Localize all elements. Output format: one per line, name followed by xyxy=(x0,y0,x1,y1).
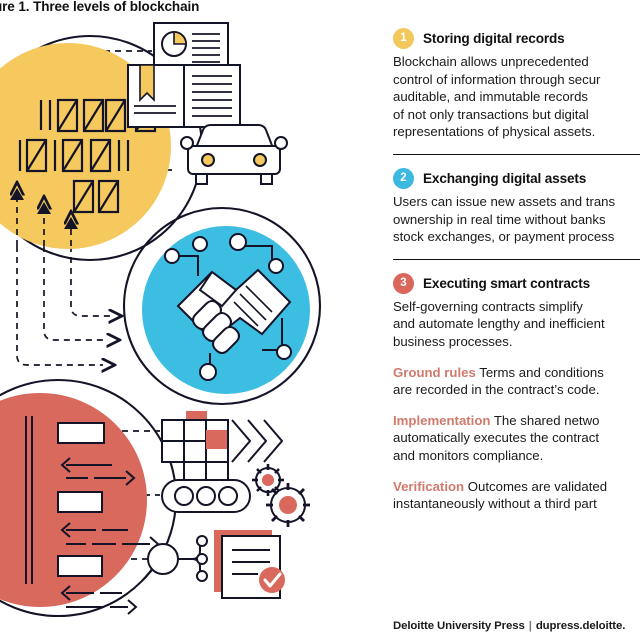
section-1-body-line: auditable, and immutable records xyxy=(393,89,588,105)
section-1-body: Blockchain allows unprecedented control … xyxy=(393,53,640,141)
upward-input-arrows xyxy=(17,194,71,246)
handshake-icon xyxy=(176,268,292,354)
sub-item-label: Ground rules xyxy=(393,364,476,380)
sub-item-line: are recorded in the contract’s code. xyxy=(393,382,600,398)
sections-panel: 1 Storing digital records Blockchain all… xyxy=(393,28,640,603)
contract-code-lines xyxy=(25,416,160,615)
section-1-header: 1 Storing digital records xyxy=(393,28,640,49)
sub-item-first-line: Verification Outcomes are validated xyxy=(393,478,640,496)
section-2-body-line: stock exchanges, or payment process xyxy=(393,229,615,245)
section-1-body-line: control of information through secur xyxy=(393,71,601,87)
blockchain-diagram xyxy=(0,18,390,618)
section-3-header: 3 Executing smart contracts xyxy=(393,272,640,294)
sub-item-first-line: Ground rules Terms and conditions xyxy=(393,364,640,382)
section-3-badge: 3 xyxy=(393,272,414,294)
footer-credit: Deloitte University Press|dupress.deloit… xyxy=(393,620,625,632)
executing-smart-contracts-circle xyxy=(0,378,178,618)
section-3-body-line: business processes. xyxy=(393,333,513,349)
section-exchanging-digital-assets: 2 Exchanging digital assets Users can is… xyxy=(393,167,640,246)
sub-item-verification: Verification Outcomes are validated inst… xyxy=(393,478,640,513)
section-2-body-line: ownership in real time without banks xyxy=(393,211,606,227)
page-title: ure 1. Three levels of blockchain xyxy=(0,0,200,14)
section-1-title: Storing digital records xyxy=(423,31,565,46)
section-3-body-line: Self-governing contracts simplify xyxy=(393,298,583,314)
section-2-body: Users can issue new assets and trans own… xyxy=(393,193,640,246)
flow-lines-circle1-to-circle2 xyxy=(16,246,110,365)
footer-publisher: Deloitte University Press xyxy=(393,620,525,632)
open-book-icon xyxy=(127,64,241,128)
section-executing-smart-contracts: 3 Executing smart contracts Self-governi… xyxy=(393,272,640,513)
network-nodes xyxy=(164,233,292,381)
section-2-header: 2 Exchanging digital assets xyxy=(393,167,640,189)
section-3-title: Executing smart contracts xyxy=(423,275,590,291)
section-2-badge: 2 xyxy=(393,167,414,189)
sub-item-text: Outcomes are validated xyxy=(464,478,608,494)
large-gear-icon xyxy=(266,483,310,527)
sub-item-label: Implementation xyxy=(393,412,491,428)
section-3-body: Self-governing contracts simplify and au… xyxy=(393,298,640,351)
sub-item-text: The shared netwo xyxy=(490,412,600,428)
sub-item-implementation: Implementation The shared netwo automati… xyxy=(393,412,640,465)
exchanging-digital-assets-circle xyxy=(122,206,322,406)
sub-item-ground-rules: Ground rules Terms and conditions are re… xyxy=(393,364,640,399)
sub-item-label: Verification xyxy=(393,478,465,494)
section-1-badge: 1 xyxy=(393,28,414,49)
sub-item-line: automatically executes the contract xyxy=(393,430,599,446)
sub-item-first-line: Implementation The shared netwo xyxy=(393,412,640,430)
sub-item-line: and monitors compliance. xyxy=(393,447,544,463)
footer-site[interactable]: dupress.deloitte. xyxy=(535,620,626,632)
upward-arrow-heads xyxy=(10,188,78,229)
section-1-body-line: of not only transactions but digital xyxy=(393,106,589,122)
section-divider-2 xyxy=(393,258,640,260)
blocks-chevrons-icon xyxy=(161,411,284,482)
section-2-body-line: Users can issue new assets and trans xyxy=(393,193,616,209)
section-3-body-line: and automate lengthy and inefficient xyxy=(393,316,605,332)
sub-item-line: instantaneously without a third part xyxy=(393,496,597,512)
sub-item-text: Terms and conditions xyxy=(475,364,604,380)
car-icon xyxy=(180,124,288,185)
section-divider-1 xyxy=(393,153,640,155)
section-storing-digital-records: 1 Storing digital records Blockchain all… xyxy=(393,28,640,141)
magnifier-checked-document-icon xyxy=(142,530,285,599)
gears-capsule-icon xyxy=(161,464,310,527)
section-1-body-line: Blockchain allows unprecedented xyxy=(393,54,589,69)
footer-separator: | xyxy=(528,620,532,632)
section-2-title: Exchanging digital assets xyxy=(423,170,587,186)
section-1-body-line: representations of physical assets. xyxy=(393,124,596,140)
